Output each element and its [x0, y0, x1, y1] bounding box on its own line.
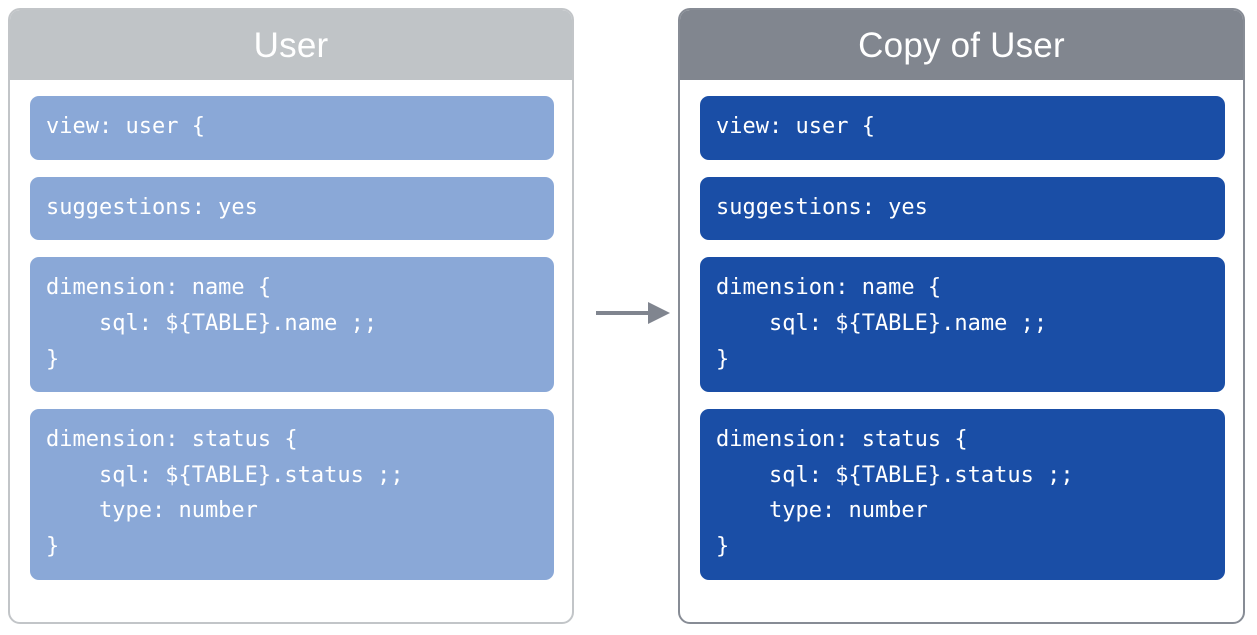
panel-source-title: User — [10, 10, 572, 80]
code-block-view: view: user { — [700, 96, 1225, 160]
arrow-right-icon — [590, 296, 674, 330]
panel-source-view: User view: user { suggestions: yes dimen… — [8, 8, 574, 624]
code-block-suggestions: suggestions: yes — [700, 176, 1225, 241]
code-block-dimension-status: dimension: status { sql: ${TABLE}.status… — [30, 409, 554, 580]
code-block-dimension-name: dimension: name { sql: ${TABLE}.name ;; … — [700, 257, 1225, 393]
code-block-suggestions: suggestions: yes — [30, 176, 554, 241]
panel-copy-view: Copy of User view: user { suggestions: y… — [678, 8, 1245, 624]
panel-copy-title: Copy of User — [680, 10, 1243, 80]
panel-copy-body: view: user { suggestions: yes dimension:… — [680, 80, 1243, 596]
code-block-dimension-name: dimension: name { sql: ${TABLE}.name ;; … — [30, 257, 554, 393]
code-block-view: view: user { — [30, 96, 554, 160]
panel-source-body: view: user { suggestions: yes dimension:… — [10, 80, 572, 596]
code-block-dimension-status: dimension: status { sql: ${TABLE}.status… — [700, 409, 1225, 580]
